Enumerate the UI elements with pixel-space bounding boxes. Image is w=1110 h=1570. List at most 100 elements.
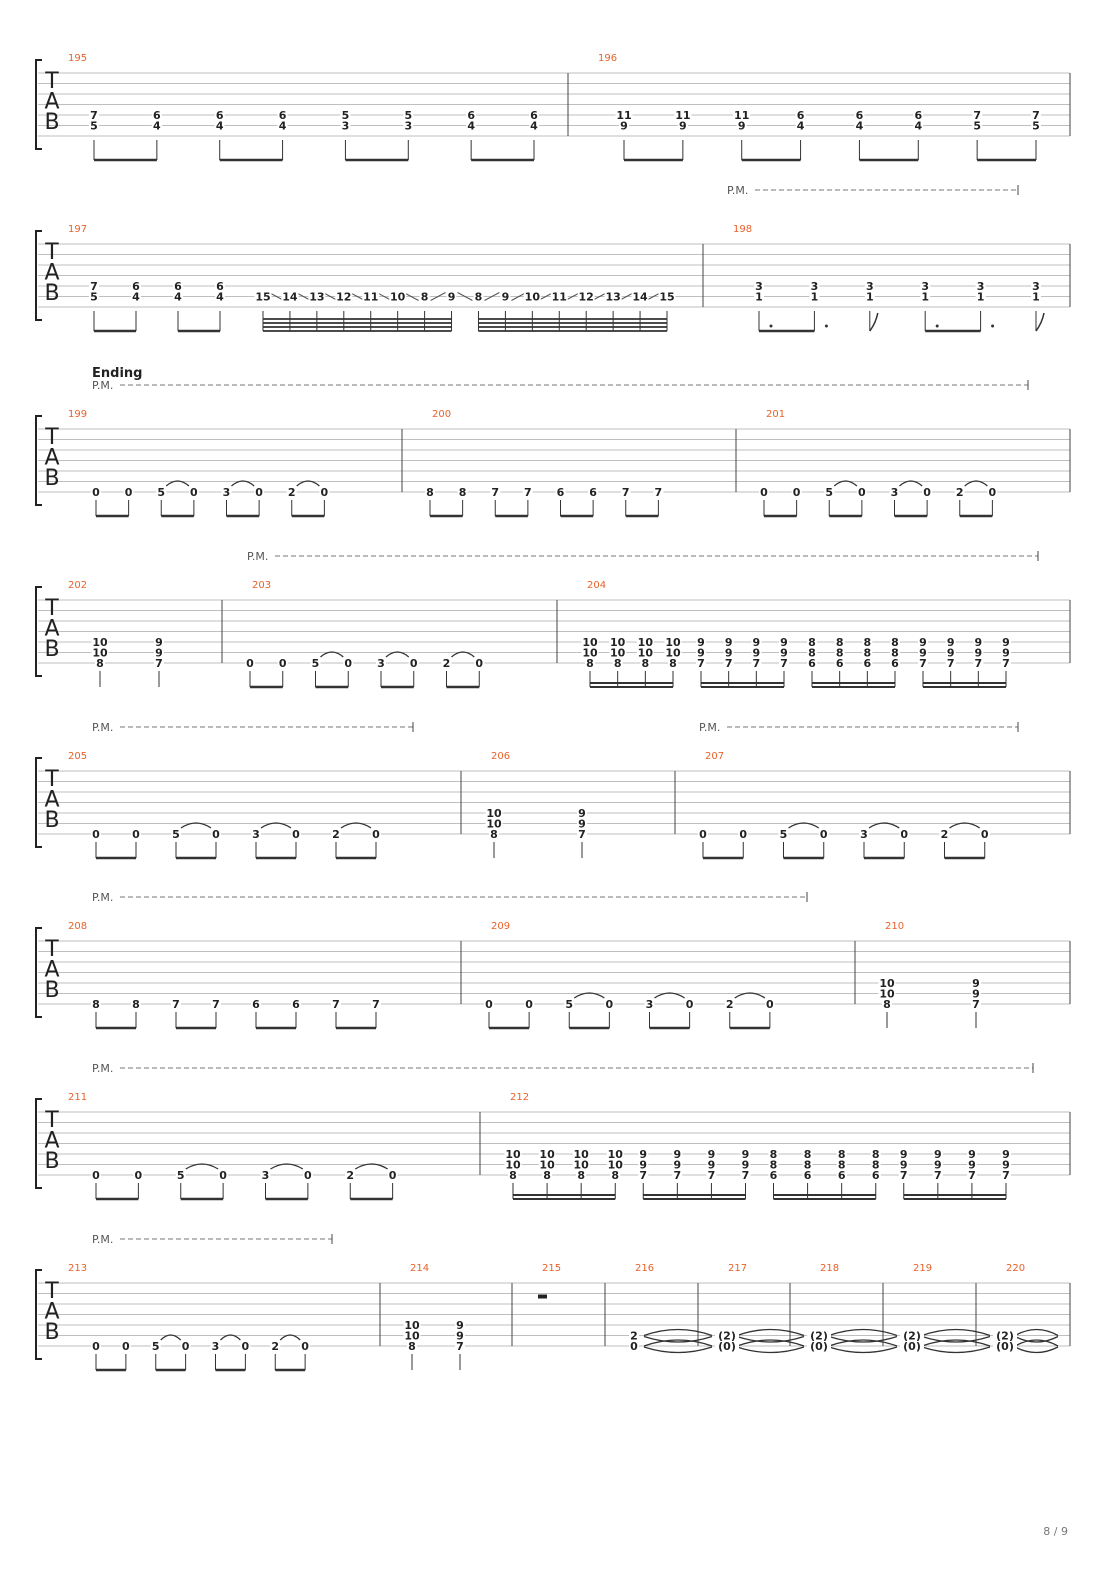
fret-background bbox=[604, 291, 622, 302]
fret-number: 0 bbox=[389, 1169, 397, 1182]
fret-number: 1 bbox=[977, 291, 985, 304]
fret-number: 10 bbox=[638, 647, 654, 660]
fret-background bbox=[612, 658, 623, 668]
fret-background bbox=[975, 281, 986, 291]
fret-number: 9 bbox=[1002, 1159, 1010, 1172]
fret-background bbox=[954, 487, 965, 497]
fret-number: 9 bbox=[968, 1159, 976, 1172]
whole-rest bbox=[538, 1294, 547, 1299]
fret-background bbox=[913, 110, 924, 120]
system-bracket bbox=[35, 230, 42, 321]
fret-background bbox=[1031, 281, 1041, 291]
fret-background bbox=[973, 647, 984, 658]
fret-background bbox=[331, 999, 341, 1009]
fret-number: 0 bbox=[304, 1169, 312, 1182]
fret-background bbox=[319, 487, 330, 497]
fret-background bbox=[254, 487, 265, 497]
fret-background bbox=[736, 120, 747, 131]
fret-number: 8 bbox=[836, 636, 844, 649]
fret-background bbox=[407, 1341, 417, 1351]
fret-number: 8 bbox=[770, 1148, 778, 1161]
fret-number: 6 bbox=[864, 657, 872, 670]
fret-background bbox=[466, 120, 477, 131]
tab-clef-letter: T bbox=[44, 425, 59, 450]
fret-number: 10 bbox=[92, 647, 108, 660]
fret-background bbox=[890, 647, 900, 658]
fret-background bbox=[1001, 1149, 1011, 1159]
slide-line bbox=[430, 292, 446, 301]
fret-background bbox=[550, 291, 568, 302]
fret-background bbox=[254, 291, 272, 302]
fret-background bbox=[715, 1330, 739, 1341]
fret-number: 10 bbox=[486, 807, 502, 820]
fret-number: 1 bbox=[921, 291, 929, 304]
fret-number: 0 bbox=[92, 828, 100, 841]
fret-background bbox=[291, 999, 301, 1009]
fret-number: 9 bbox=[155, 647, 163, 660]
fret-background bbox=[310, 658, 321, 668]
fret-background bbox=[870, 1170, 881, 1180]
fret-background bbox=[740, 1159, 751, 1170]
fret-number: 3 bbox=[811, 280, 819, 293]
fret-background bbox=[154, 658, 164, 668]
tie-arc bbox=[340, 822, 372, 829]
fret-number: 6 bbox=[174, 280, 182, 293]
tie-arc bbox=[573, 992, 605, 999]
fret-background bbox=[1001, 658, 1011, 668]
fret-number: 3 bbox=[977, 280, 985, 293]
fret-number: 8 bbox=[475, 291, 483, 304]
fret-background bbox=[95, 658, 105, 668]
fret-number: 11 bbox=[363, 291, 378, 304]
fret-number: 9 bbox=[738, 120, 746, 133]
fret-background bbox=[882, 999, 892, 1009]
fret-background bbox=[672, 1149, 683, 1159]
fret-number: 7 bbox=[524, 486, 532, 499]
fret-number: 9 bbox=[934, 1159, 942, 1172]
fret-number: 8 bbox=[408, 1340, 416, 1353]
fret-background bbox=[802, 1159, 813, 1170]
fret-background bbox=[408, 658, 419, 668]
fret-background bbox=[564, 999, 575, 1009]
fret-background bbox=[577, 818, 587, 829]
fret-background bbox=[972, 110, 983, 120]
fret-background bbox=[973, 658, 984, 668]
fret-background bbox=[807, 658, 817, 668]
tie-arc bbox=[736, 1335, 805, 1343]
fret-number: 8 bbox=[426, 486, 434, 499]
tab-clef-letter: T bbox=[44, 240, 59, 265]
fret-number: 0 bbox=[279, 657, 287, 670]
fret-background bbox=[362, 291, 380, 302]
fret-background bbox=[473, 291, 484, 302]
fret-background bbox=[173, 281, 183, 291]
fret-background bbox=[150, 1341, 161, 1351]
fret-number: 0 bbox=[739, 828, 747, 841]
fret-number: 7 bbox=[972, 998, 980, 1011]
fret-number: 7 bbox=[372, 998, 380, 1011]
fret-number: 6 bbox=[132, 280, 140, 293]
fret-number: 0 bbox=[92, 1169, 100, 1182]
fret-background bbox=[538, 1149, 556, 1159]
system-bracket bbox=[35, 1098, 42, 1189]
fret-number: 9 bbox=[1002, 647, 1010, 660]
palm-mute-label: P.M. bbox=[92, 379, 113, 392]
fret-number: 2 bbox=[346, 1169, 354, 1182]
fret-number: 6 bbox=[530, 109, 538, 122]
fret-number: 8 bbox=[614, 657, 622, 670]
measure-number: 210 bbox=[885, 921, 904, 932]
measure-number: 203 bbox=[252, 580, 271, 591]
fret-number: 7 bbox=[1032, 109, 1040, 122]
fret-number: 6 bbox=[804, 1169, 812, 1182]
fret-number: 9 bbox=[1002, 1148, 1010, 1161]
fret-number: 0 bbox=[132, 828, 140, 841]
fret-number: 10 bbox=[582, 647, 598, 660]
fret-number: 9 bbox=[934, 1148, 942, 1161]
fret-number: 4 bbox=[216, 120, 224, 133]
fret-background bbox=[807, 1330, 831, 1341]
tab-system bbox=[35, 892, 1071, 1030]
fret-background bbox=[768, 1149, 779, 1159]
fret-number: 7 bbox=[934, 1169, 942, 1182]
fret-number: (0) bbox=[718, 1340, 736, 1353]
fret-background bbox=[308, 291, 326, 302]
fret-number: 9 bbox=[947, 636, 955, 649]
fret-background bbox=[300, 1341, 311, 1351]
